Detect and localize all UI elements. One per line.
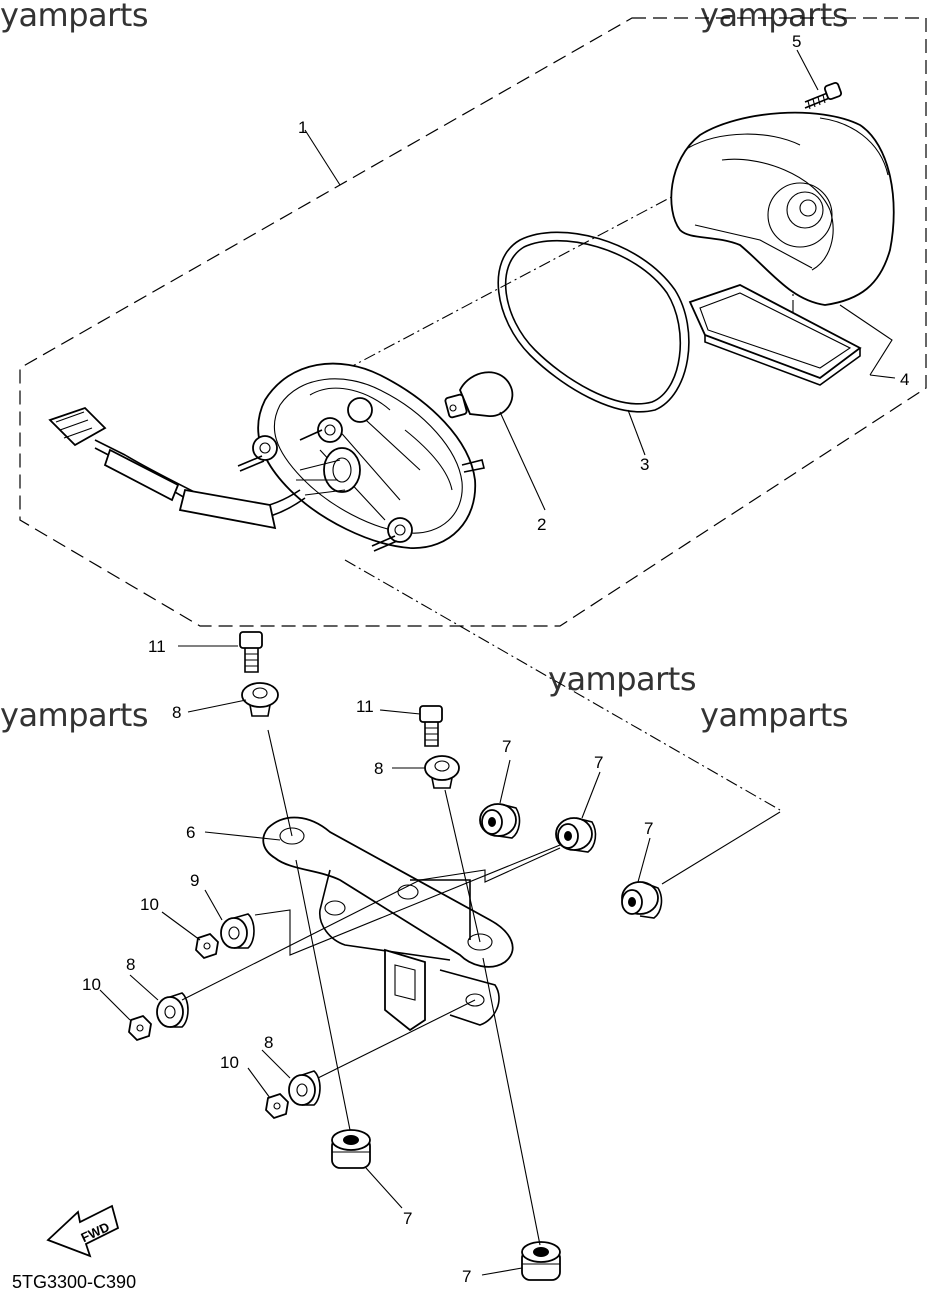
watermark-top-right: yamparts <box>700 0 849 34</box>
alignment-line-left <box>267 729 351 1131</box>
watermark-top-left: yamparts <box>0 0 149 34</box>
grommet-part-7-a <box>479 803 521 839</box>
watermark-middle-right: yamparts <box>700 696 849 734</box>
collar-part-8-upper-left <box>241 682 279 717</box>
callout-7-a: 7 <box>502 737 511 756</box>
watermark-middle-center: yamparts <box>548 660 697 698</box>
collar-part-8-mid <box>156 992 189 1028</box>
callout-7-d: 7 <box>403 1209 412 1228</box>
callout-3: 3 <box>640 455 649 474</box>
collar-part-8-low <box>288 1070 321 1106</box>
callout-7-e: 7 <box>462 1267 471 1286</box>
watermark-middle-left: yamparts <box>0 696 149 734</box>
gasket-part-3 <box>497 231 690 413</box>
bulb-part-2 <box>444 371 514 419</box>
grommet-part-7-e <box>521 1241 561 1281</box>
callout-6: 6 <box>186 823 195 842</box>
grommet-part-7-c <box>621 881 663 919</box>
callout-1: 1 <box>298 118 307 137</box>
callout-11-a: 11 <box>148 637 166 656</box>
axis-line-lower <box>344 559 781 811</box>
grommet-part-7-b <box>555 817 597 853</box>
callout-2: 2 <box>537 515 546 534</box>
callout-10-a: 10 <box>140 895 159 914</box>
lens-part-4 <box>670 111 895 306</box>
callout-10-b: 10 <box>82 975 101 994</box>
housing-body <box>237 362 485 552</box>
alignment-line-right <box>444 789 541 1246</box>
nut-part-10-c <box>265 1092 289 1120</box>
callout-5: 5 <box>792 32 801 51</box>
grommet-part-7-d <box>331 1129 371 1169</box>
assembly-boundary <box>19 17 927 627</box>
callout-4: 4 <box>900 370 909 389</box>
callout-8-a: 8 <box>172 703 181 722</box>
callout-9: 9 <box>190 871 199 890</box>
callout-8-b: 8 <box>374 759 383 778</box>
callout-7-b: 7 <box>594 753 603 772</box>
bolt-part-11-right <box>419 705 443 747</box>
collar-part-9 <box>220 913 255 949</box>
nut-part-10-a <box>195 932 219 960</box>
callout-11-b: 11 <box>356 697 374 716</box>
nut-part-10-b <box>128 1014 152 1042</box>
drawing-code: 5TG3300-C390 <box>12 1272 137 1292</box>
callout-7-c: 7 <box>644 819 653 838</box>
alignment-line-upper-axis <box>254 844 561 956</box>
callout-8-c: 8 <box>126 955 135 974</box>
callout-10-c: 10 <box>220 1053 239 1072</box>
forward-arrow-icon: FWD <box>46 1204 120 1258</box>
mounting-bracket-part-6 <box>262 816 514 1032</box>
wire-harness-connector <box>48 406 306 530</box>
bolt-part-11-left <box>239 631 263 673</box>
collar-part-8-upper-right <box>424 755 460 789</box>
screw-part-5 <box>804 81 843 110</box>
alignment-line-mid-axis <box>181 847 561 1001</box>
callout-8-d: 8 <box>264 1033 273 1052</box>
reflector-plate-part-4 <box>688 284 862 386</box>
alignment-line-grommet <box>661 811 781 885</box>
alignment-line-low-axis <box>317 999 476 1079</box>
